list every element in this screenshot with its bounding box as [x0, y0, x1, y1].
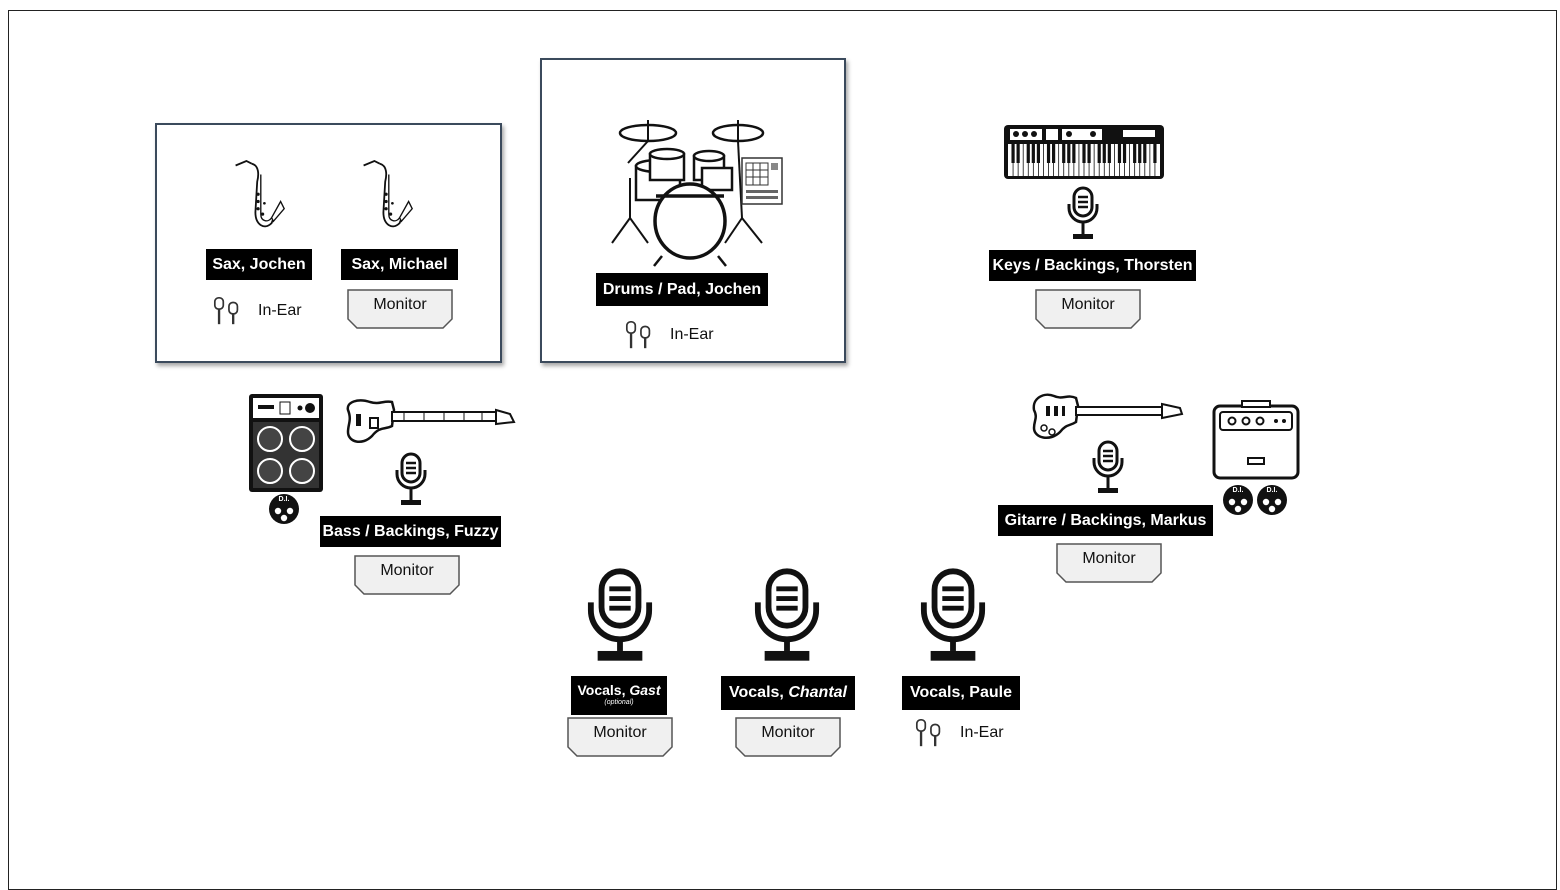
monitor-label: Monitor — [380, 562, 434, 579]
monitor-wedge-keys: Monitor — [1035, 289, 1141, 329]
in-ear-label: In-Ear — [960, 724, 1004, 741]
monitor-label: Monitor — [1061, 296, 1115, 313]
label-vocals-paule: Vocals, Paule — [902, 676, 1020, 710]
monitor-label: Monitor — [373, 296, 427, 313]
in-ear-icon — [914, 718, 946, 748]
di-box-guitar-2: D.I. — [1256, 484, 1288, 516]
label-prefix: Vocals, — [729, 684, 789, 701]
di-box-guitar-1: D.I. — [1222, 484, 1254, 516]
keyboard-icon — [1004, 125, 1164, 179]
monitor-wedge-vocals-chantal: Monitor — [735, 717, 841, 757]
label-sax-jochen: Sax, Jochen — [206, 249, 312, 280]
in-ear-icon — [624, 320, 656, 350]
monitor-wedge-vocals-gast: Monitor — [567, 717, 673, 757]
label-vocals-chantal: Vocals, Chantal — [721, 676, 855, 710]
label-vocals-gast: Vocals, Gast (optional) — [571, 676, 667, 715]
microphone-icon — [393, 452, 429, 508]
microphone-icon — [1065, 186, 1101, 242]
label-drums: Drums / Pad, Jochen — [596, 273, 768, 306]
monitor-wedge-guitar: Monitor — [1056, 543, 1162, 583]
in-ear-sax-jochen: In-Ear — [212, 296, 302, 326]
microphone-icon — [753, 568, 821, 664]
monitor-label: Monitor — [593, 724, 647, 741]
drum-kit-icon — [611, 120, 765, 267]
bass-guitar-icon — [346, 399, 516, 444]
label-bass: Bass / Backings, Fuzzy — [320, 516, 501, 547]
microphone-icon — [1090, 440, 1126, 496]
electric-guitar-icon — [1032, 393, 1184, 440]
drum-pad-icon — [741, 157, 783, 205]
label-keys: Keys / Backings, Thorsten — [989, 250, 1196, 281]
monitor-wedge-sax-michael: Monitor — [347, 289, 453, 329]
in-ear-vocals-paule: In-Ear — [914, 718, 1004, 748]
in-ear-label: In-Ear — [670, 326, 714, 343]
in-ear-label: In-Ear — [258, 302, 302, 319]
label-sax-michael: Sax, Michael — [341, 249, 458, 280]
in-ear-drums: In-Ear — [624, 320, 714, 350]
di-box-bass: D.I. — [268, 493, 300, 525]
monitor-label: Monitor — [1082, 550, 1136, 567]
label-note: (optional) — [604, 699, 634, 706]
microphone-icon — [919, 568, 987, 664]
saxophone-icon — [360, 155, 414, 239]
label-guitar: Gitarre / Backings, Markus — [998, 505, 1213, 536]
in-ear-icon — [212, 296, 244, 326]
bass-amp-icon — [249, 394, 323, 492]
di-box-label: D.I. — [278, 496, 290, 503]
label-name: Chantal — [788, 684, 847, 701]
microphone-icon — [586, 568, 654, 664]
label-name: Gast — [629, 682, 661, 698]
di-box-label: D.I. — [1266, 487, 1278, 494]
monitor-wedge-bass: Monitor — [354, 555, 460, 595]
label-prefix: Vocals, — [577, 682, 630, 698]
guitar-amp-icon — [1212, 400, 1300, 480]
monitor-label: Monitor — [761, 724, 815, 741]
saxophone-icon — [232, 155, 286, 239]
di-box-label: D.I. — [1232, 487, 1244, 494]
